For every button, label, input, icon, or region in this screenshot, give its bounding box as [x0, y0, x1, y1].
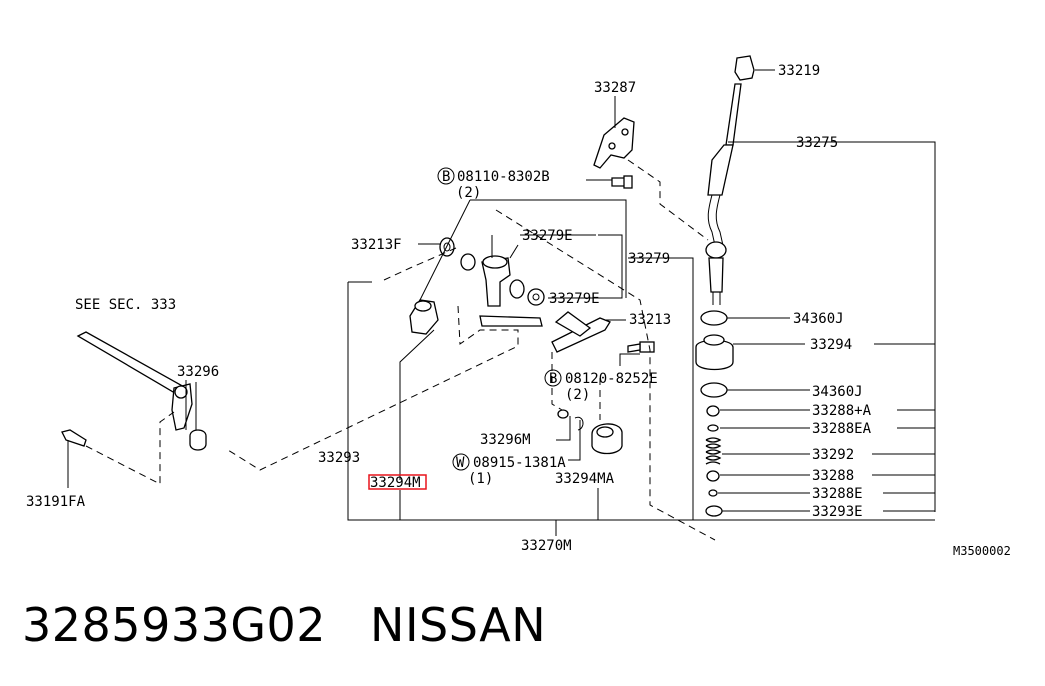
- label-08110-qty: (2): [456, 185, 481, 201]
- label-33296: 33296: [177, 364, 219, 380]
- label-33191FA: 33191FA: [26, 494, 86, 510]
- label-33292: 33292: [812, 447, 854, 463]
- label-08120-qty: (2): [565, 387, 590, 403]
- label-33288EA: 33288EA: [812, 421, 872, 437]
- dashed-guides: [85, 159, 716, 541]
- bolt-08110: [611, 175, 633, 189]
- label-33293: 33293: [318, 450, 360, 466]
- label-33213: 33213: [629, 312, 671, 328]
- nut-33294MA: [591, 423, 623, 455]
- label-33296M: 33296M: [480, 432, 531, 448]
- label-08110-8302B: 08110-8302B: [457, 169, 550, 185]
- label-33294M: 33294M: [370, 475, 421, 491]
- label-33288E: 33288E: [812, 486, 863, 502]
- label-33219: 33219: [778, 63, 820, 79]
- label-33293E: 33293E: [812, 504, 863, 520]
- label-33287: 33287: [594, 80, 636, 96]
- label-33213F: 33213F: [351, 237, 402, 253]
- label-08120-8252E: 08120-8252E: [565, 371, 658, 387]
- part-labels: 33219 33287 33275 08110-8302B (2) 33279E…: [26, 63, 872, 554]
- parts-diagram: B B W 33219 33287 33275 08110-8302B (2) …: [26, 55, 936, 554]
- circle-W-icon: W: [452, 453, 470, 471]
- label-33288-A: 33288+A: [812, 403, 872, 419]
- label-33288: 33288: [812, 468, 854, 484]
- brand-name: NISSAN: [370, 598, 547, 652]
- label-33275: 33275: [796, 135, 838, 151]
- label-33270M: 33270M: [521, 538, 572, 554]
- linkage-rod: [61, 331, 207, 451]
- label-33294: 33294: [810, 337, 852, 353]
- label-33279: 33279: [628, 251, 670, 267]
- highlight-box: [368, 474, 427, 490]
- label-08915-1381A: 08915-1381A: [473, 455, 566, 471]
- circle-B1-icon: B: [437, 167, 455, 185]
- label-33279E-top: 33279E: [522, 228, 573, 244]
- label-08915-qty: (1): [468, 471, 493, 487]
- circle-B1-letter: B: [442, 169, 450, 185]
- circle-B2-icon: B: [544, 369, 562, 387]
- leader-lines: [67, 69, 936, 536]
- bracket-33287: [593, 117, 635, 169]
- label-34360J-top: 34360J: [793, 311, 844, 327]
- footer: 3285933G02 NISSAN: [22, 598, 546, 652]
- shift-lever-assembly: [695, 55, 755, 517]
- part-number: 3285933G02: [22, 598, 327, 652]
- circle-W-letter: W: [456, 455, 465, 471]
- figure-reference: M3500002: [953, 544, 1011, 558]
- circle-B2-letter: B: [549, 371, 557, 387]
- label-see-sec: SEE SEC. 333: [75, 297, 176, 313]
- bolt-08120: [627, 341, 655, 353]
- label-34360J-bot: 34360J: [812, 384, 863, 400]
- clip-parts: [557, 409, 584, 431]
- label-33294MA: 33294MA: [555, 471, 615, 487]
- label-33279E-mid: 33279E: [549, 291, 600, 307]
